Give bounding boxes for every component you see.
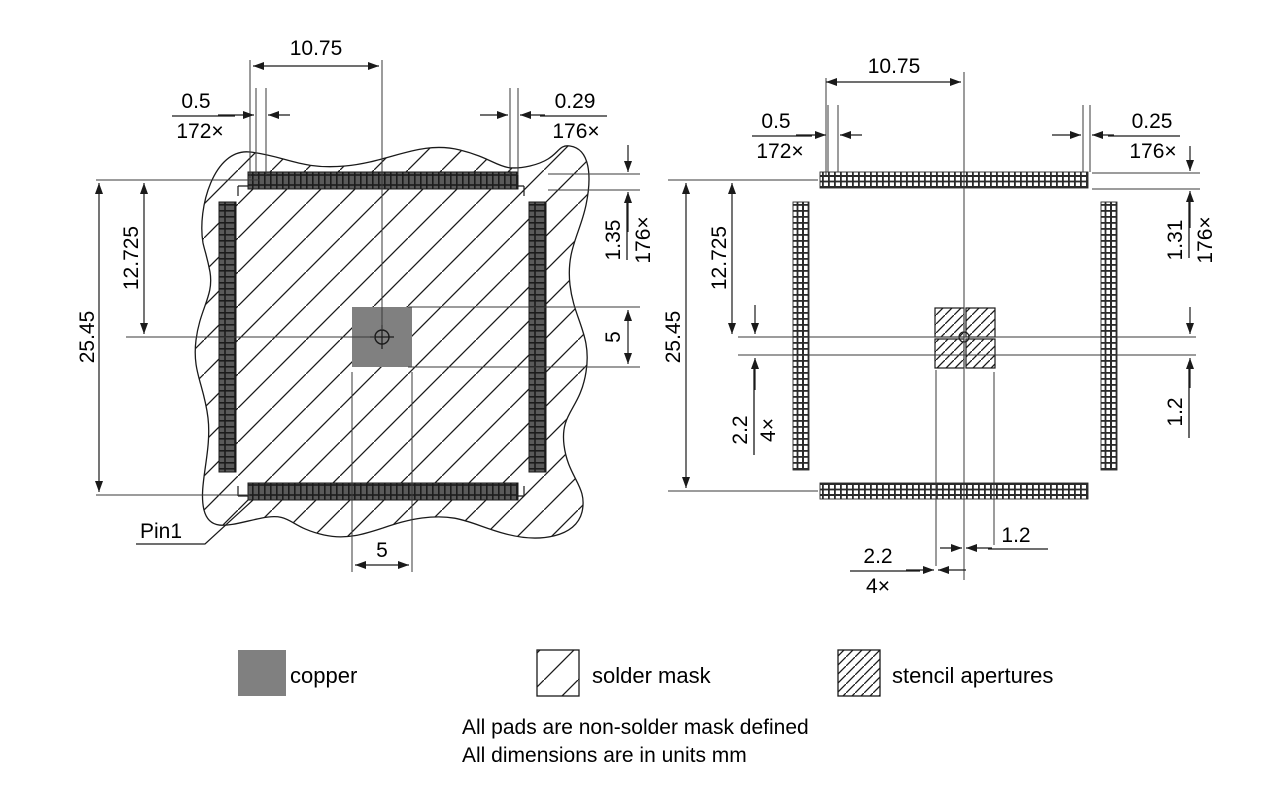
dim-aperture-len-right-value: 1.31 <box>1164 220 1187 261</box>
right-center-axes <box>738 72 1196 580</box>
pad-row-bottom <box>247 482 519 501</box>
right-view-group: 25.45 12.725 2.2 4× 10.75 0.5 <box>662 55 1217 598</box>
aperture-row-top <box>819 171 1089 189</box>
dim-bottom-right-group: 1.2 2.2 4× <box>850 370 1048 598</box>
dim-aperture-width-right-value: 0.25 <box>1132 110 1173 133</box>
dim-10p75-right: 10.75 <box>825 55 961 175</box>
legend-label-stencil-apertures: stencil apertures <box>892 663 1053 688</box>
aperture-row-right <box>1100 201 1118 471</box>
dim-pitch-left: 0.5 172× <box>172 88 290 175</box>
pad-row-right <box>528 201 547 473</box>
dim-padlen-left-value: 1.35 <box>602 220 625 261</box>
left-view-group: 25.45 12.725 10.75 0.5 172× <box>76 37 655 572</box>
dim-25p45-left-text: 25.45 <box>76 311 99 364</box>
legend-group: copper solder mask stencil apertures <box>238 649 1053 697</box>
pad-row-top <box>247 171 519 190</box>
center-stencil-apertures <box>934 307 996 369</box>
dim-pitch-right: 0.5 172× <box>752 105 862 172</box>
notes-group: All pads are non-solder mask defined All… <box>462 716 809 767</box>
legend-swatch-stencil-apertures <box>837 649 881 697</box>
dim-1p2-vertical-right: 1.2 <box>1164 307 1194 438</box>
dim-12p725-left-text: 12.725 <box>120 226 143 290</box>
dim-12p725-left: 12.725 <box>120 183 148 334</box>
pin1-callout: Pin1 <box>136 499 254 545</box>
dim-aperture-len-right-count: 176× <box>1194 216 1217 263</box>
legend-label-solder-mask: solder mask <box>592 663 712 688</box>
dim-25p45-right-text: 25.45 <box>662 311 685 364</box>
dim-padwidth-left: 0.29 176× <box>480 88 607 175</box>
dim-padlen-left: 1.35 176× <box>548 145 655 264</box>
dim-aperture-width-right: 0.25 176× <box>1052 105 1180 172</box>
right-ext-lines-vertical <box>668 179 818 492</box>
dim-pitch-left-value: 0.5 <box>181 90 210 113</box>
dim-1p2-horizontal-right-text: 1.2 <box>1001 524 1030 547</box>
dim-2p2-vertical-right-count: 4× <box>757 418 780 442</box>
legend-label-copper: copper <box>290 663 357 688</box>
dim-padlen-left-count: 176× <box>632 216 655 263</box>
dim-25p45-right: 25.45 <box>662 183 690 488</box>
dim-2p2-horizontal-right-value: 2.2 <box>863 545 892 568</box>
dim-10p75-right-text: 10.75 <box>868 55 921 78</box>
note-line-1: All pads are non-solder mask defined <box>462 716 809 739</box>
dim-12p725-right-text: 12.725 <box>708 226 731 290</box>
dim-5-horizontal-left-text: 5 <box>376 539 388 562</box>
dim-1p2-vertical-right-text: 1.2 <box>1164 397 1187 426</box>
aperture-row-left <box>792 201 810 471</box>
dim-25p45-left: 25.45 <box>76 183 103 492</box>
dim-aperture-len-right: 1.31 176× <box>1092 146 1217 264</box>
dim-padwidth-left-value: 0.29 <box>555 90 596 113</box>
dim-aperture-width-right-count: 176× <box>1129 140 1176 163</box>
dim-pitch-right-count: 172× <box>756 140 803 163</box>
aperture-row-bottom <box>819 482 1089 500</box>
dim-padwidth-left-count: 176× <box>552 120 599 143</box>
left-ext-lines-vertical <box>96 179 260 496</box>
pin1-leader-line <box>136 499 254 545</box>
legend-swatch-copper <box>238 650 286 696</box>
dim-10p75-left: 10.75 <box>249 37 383 178</box>
note-line-2: All dimensions are in units mm <box>462 744 747 767</box>
dim-10p75-left-text: 10.75 <box>290 37 343 60</box>
dim-5-horizontal-left: 5 <box>351 372 413 572</box>
dim-12p725-right: 12.725 <box>708 183 736 334</box>
dim-5-vertical-left-text: 5 <box>602 331 625 343</box>
dim-2p2-vertical-right: 2.2 4× <box>729 305 780 455</box>
dim-2p2-horizontal-right-count: 4× <box>866 575 890 598</box>
dim-pitch-left-count: 172× <box>176 120 223 143</box>
dim-2p2-vertical-right-value: 2.2 <box>729 415 752 444</box>
legend-swatch-solder-mask <box>536 649 580 697</box>
pin1-label: Pin1 <box>140 520 182 543</box>
dim-pitch-right-value: 0.5 <box>761 110 790 133</box>
dim-5-vertical-left: 5 <box>408 306 640 368</box>
